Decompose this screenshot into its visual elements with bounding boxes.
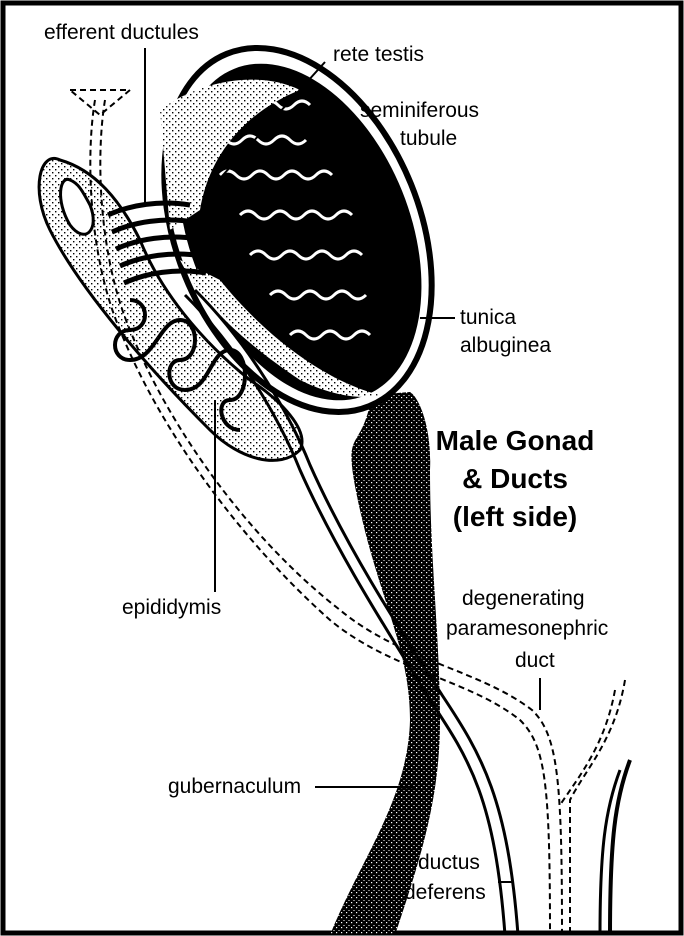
label-tunica-line2: albuginea — [460, 333, 551, 359]
title-line1: Male Gonad — [420, 422, 610, 460]
label-epididymis: epididymis — [122, 595, 221, 621]
label-seminiferous-line1: seminiferous — [360, 98, 479, 124]
label-ductus-line1: ductus — [418, 850, 480, 876]
label-degenerating-line3: duct — [515, 648, 555, 674]
label-tunica-line1: tunica — [460, 305, 516, 331]
title-line3: (left side) — [420, 498, 610, 536]
label-seminiferous-line2: tubule — [400, 126, 457, 152]
label-rete-testis: rete testis — [333, 42, 424, 68]
label-gubernaculum: gubernaculum — [168, 774, 301, 800]
label-ductus-line2: deferens — [404, 880, 486, 906]
label-efferent-ductules: efferent ductules — [44, 20, 199, 46]
title-line2: & Ducts — [420, 460, 610, 498]
label-degenerating-line1: degenerating — [462, 586, 585, 612]
label-degenerating-line2: paramesonephric — [446, 616, 608, 642]
